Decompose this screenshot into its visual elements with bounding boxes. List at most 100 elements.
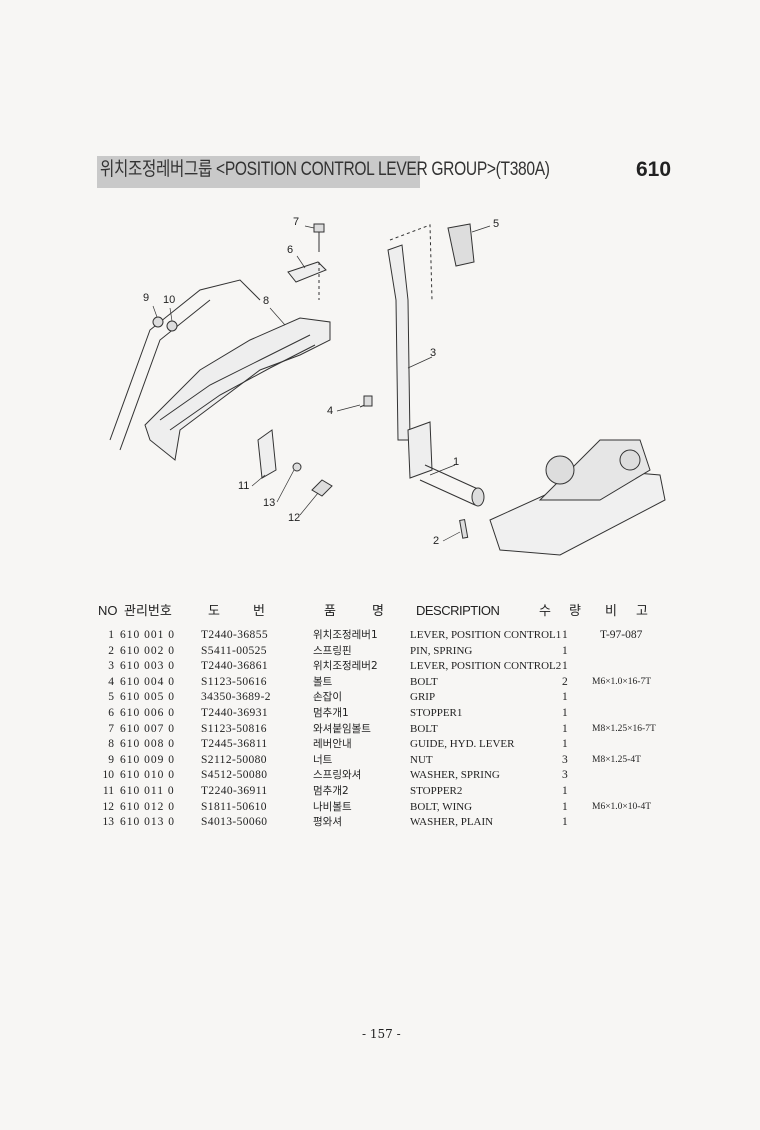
callout-8: 8 xyxy=(263,295,270,307)
header-name-2: 명 xyxy=(372,603,384,618)
callout-12: 12 xyxy=(288,512,301,524)
cell-no: 13 xyxy=(102,816,115,829)
cell-desc: STOPPER2 xyxy=(410,785,463,797)
cell-qty: 2 xyxy=(562,675,568,688)
header-name-1: 품 xyxy=(324,603,336,618)
header-qty-2: 량 xyxy=(569,603,581,618)
leader-lines xyxy=(152,225,491,542)
cell-dwg: S1811-50610 xyxy=(201,800,267,813)
shaft-end xyxy=(471,487,485,507)
title-band xyxy=(97,156,420,188)
lever-guide-part xyxy=(144,317,331,461)
cell-qty: 1 xyxy=(562,738,568,751)
cell-remark: M8×1.25-4T xyxy=(592,754,641,765)
cell-code: 610 011 0 xyxy=(120,785,175,797)
cell-qty: 1 xyxy=(562,644,568,657)
cell-kor: 멈추개1 xyxy=(313,707,349,719)
cell-code: 610 009 0 xyxy=(120,753,175,766)
cell-no: 4 xyxy=(108,675,114,688)
cell-code: 610 010 0 xyxy=(120,769,175,782)
cell-dwg: T2440-36855 xyxy=(201,629,269,641)
callout-9: 9 xyxy=(143,292,150,304)
page-title: 위치조정레버그룹 <POSITION CONTROL LEVER GROUP>(… xyxy=(100,159,550,180)
cell-remark: M8×1.25×16-7T xyxy=(592,723,656,734)
callout-5: 5 xyxy=(493,218,500,230)
cell-remark: M6×1.0×16-7T xyxy=(592,676,652,687)
cell-no: 9 xyxy=(108,753,114,766)
cell-no: 6 xyxy=(108,707,114,719)
cell-dwg: S1123-50616 xyxy=(201,675,267,688)
cell-qty: 1 xyxy=(562,722,568,735)
cell-dwg: 34350-3689-2 xyxy=(201,691,271,704)
cell-qty: 1 xyxy=(562,691,568,704)
lever1-shaft xyxy=(419,464,481,506)
cell-code: 610 003 0 xyxy=(120,660,175,673)
cell-qty: 1 xyxy=(562,816,568,829)
header-dwg-1: 도 xyxy=(208,603,220,618)
cell-desc: PIN, SPRING xyxy=(410,644,473,657)
cell-no: 8 xyxy=(108,738,114,751)
bolt-part xyxy=(313,223,325,233)
cell-qty: 1 xyxy=(562,707,568,719)
stopper1-part xyxy=(287,261,327,283)
cell-dwg: T2445-36811 xyxy=(201,738,268,751)
parts-diagram xyxy=(109,223,666,556)
cell-dwg: S1123-50816 xyxy=(201,722,267,735)
cell-qty: 1 xyxy=(562,660,568,673)
guide-slot-line xyxy=(169,344,316,431)
cell-kor: 레버안내 xyxy=(313,738,352,751)
header-remark-2: 고 xyxy=(636,603,648,618)
cell-no: 1 xyxy=(108,629,114,641)
cell-code: 610 004 0 xyxy=(120,675,175,688)
cell-dwg: T2440-36931 xyxy=(201,707,269,719)
cell-kor: 스프링와셔 xyxy=(313,769,362,782)
nut-part xyxy=(152,316,164,328)
housing-port xyxy=(545,455,575,485)
cell-desc: GUIDE, HYD. LEVER xyxy=(410,738,515,751)
cell-desc: BOLT, WING xyxy=(410,800,473,813)
cell-desc: NUT xyxy=(410,753,433,766)
cell-desc: GRIP xyxy=(410,691,436,704)
cell-qty: 1 xyxy=(562,629,568,641)
callout-4: 4 xyxy=(327,405,334,417)
lever2-part xyxy=(387,244,411,441)
callout-3: 3 xyxy=(430,347,437,359)
cell-kor: 볼트 xyxy=(313,675,333,688)
cell-desc: LEVER, POSITION CONTROL1 xyxy=(410,629,562,641)
cell-no: 3 xyxy=(108,660,114,673)
cell-code: 610 001 0 xyxy=(120,629,175,641)
stopper2-part xyxy=(257,429,277,479)
cell-kor: 위치조정레버2 xyxy=(313,660,378,673)
lever1-part xyxy=(407,421,433,479)
cell-dwg: S4512-50080 xyxy=(201,769,268,782)
cell-kor: 나비볼트 xyxy=(313,800,352,813)
section-number: 610 xyxy=(636,158,672,181)
cell-kor: 손잡이 xyxy=(313,691,342,704)
cell-kor: 너트 xyxy=(313,753,333,766)
cell-code: 610 012 0 xyxy=(120,800,175,813)
header-qty-1: 수 xyxy=(539,603,551,618)
cell-dwg: S4013-50060 xyxy=(201,816,268,829)
cell-no: 12 xyxy=(102,800,115,813)
cell-kor: 평와셔 xyxy=(313,816,342,829)
grip-part xyxy=(447,223,475,267)
header-dwg-2: 번 xyxy=(253,603,265,618)
cell-kor: 스프링핀 xyxy=(313,644,352,657)
cell-desc: STOPPER1 xyxy=(410,707,463,719)
callout-11: 11 xyxy=(238,480,250,492)
cell-no: 7 xyxy=(108,722,114,735)
header-remark-1: 비 xyxy=(605,603,617,618)
cell-dwg: S5411-00525 xyxy=(201,644,267,657)
cell-code: 610 013 0 xyxy=(120,816,175,829)
